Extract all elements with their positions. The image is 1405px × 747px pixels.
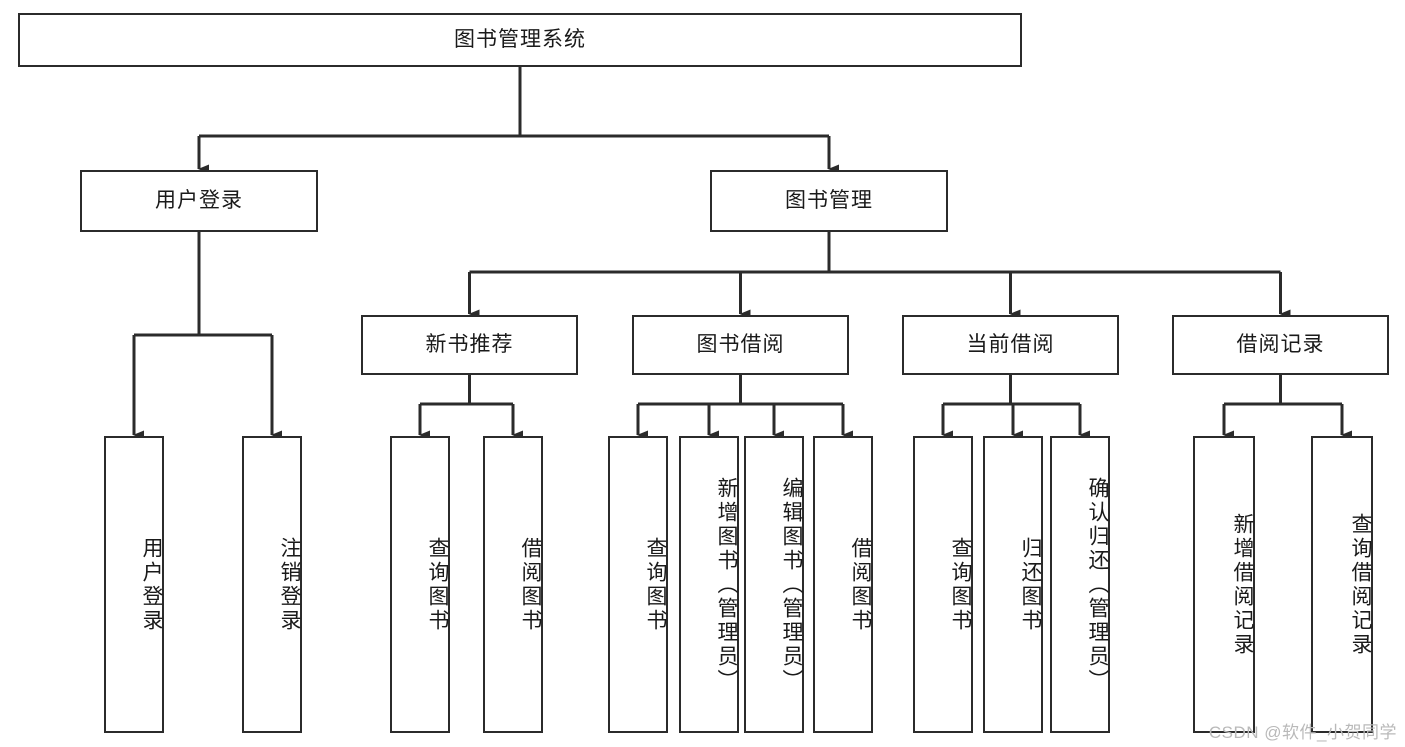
node-current[interactable]: 当前借阅 xyxy=(902,315,1119,375)
node-label: 当前借阅 xyxy=(966,333,1055,357)
node-label: 图书管理系统 xyxy=(454,28,586,52)
node-label: 图书借阅 xyxy=(696,333,785,357)
node-label: 确认归还（管理员） xyxy=(1086,476,1109,693)
node-label: 查询图书 xyxy=(426,536,449,633)
node-newbook[interactable]: 新书推荐 xyxy=(361,315,578,375)
watermark-text: CSDN @软件_小贺同学 xyxy=(1208,723,1397,742)
node-leaf-rec-1[interactable]: 新增借阅记录 xyxy=(1193,436,1255,733)
node-label: 新增图书（管理员） xyxy=(715,476,738,693)
node-leaf-borrow-2[interactable]: 新增图书（管理员） xyxy=(679,436,739,733)
node-label: 编辑图书（管理员） xyxy=(780,476,803,693)
node-leaf-login-2[interactable]: 注销登录 xyxy=(242,436,302,733)
node-borrow[interactable]: 图书借阅 xyxy=(632,315,849,375)
node-leaf-current-3[interactable]: 确认归还（管理员） xyxy=(1050,436,1110,733)
node-leaf-current-1[interactable]: 查询图书 xyxy=(913,436,973,733)
node-label: 借阅图书 xyxy=(849,536,872,633)
node-leaf-borrow-4[interactable]: 借阅图书 xyxy=(813,436,873,733)
node-label: 查询借阅记录 xyxy=(1349,512,1372,657)
node-label: 注销登录 xyxy=(278,536,301,633)
node-bookmgmt[interactable]: 图书管理 xyxy=(710,170,948,232)
node-leaf-current-2[interactable]: 归还图书 xyxy=(983,436,1043,733)
node-label: 新书推荐 xyxy=(425,333,514,357)
node-records[interactable]: 借阅记录 xyxy=(1172,315,1389,375)
node-label: 用户登录 xyxy=(140,536,163,633)
node-leaf-borrow-3[interactable]: 编辑图书（管理员） xyxy=(744,436,804,733)
node-label: 查询图书 xyxy=(949,536,972,633)
node-leaf-new-1[interactable]: 查询图书 xyxy=(390,436,450,733)
node-label: 借阅图书 xyxy=(519,536,542,633)
node-label: 新增借阅记录 xyxy=(1231,512,1254,657)
node-leaf-borrow-1[interactable]: 查询图书 xyxy=(608,436,668,733)
node-label: 查询图书 xyxy=(644,536,667,633)
node-login[interactable]: 用户登录 xyxy=(80,170,318,232)
node-label: 归还图书 xyxy=(1019,536,1042,633)
node-label: 图书管理 xyxy=(785,189,873,213)
node-leaf-new-2[interactable]: 借阅图书 xyxy=(483,436,543,733)
node-label: 借阅记录 xyxy=(1236,333,1325,357)
node-label: 用户登录 xyxy=(155,189,243,213)
node-leaf-login-1[interactable]: 用户登录 xyxy=(104,436,164,733)
node-leaf-rec-2[interactable]: 查询借阅记录 xyxy=(1311,436,1373,733)
node-root[interactable]: 图书管理系统 xyxy=(18,13,1022,67)
